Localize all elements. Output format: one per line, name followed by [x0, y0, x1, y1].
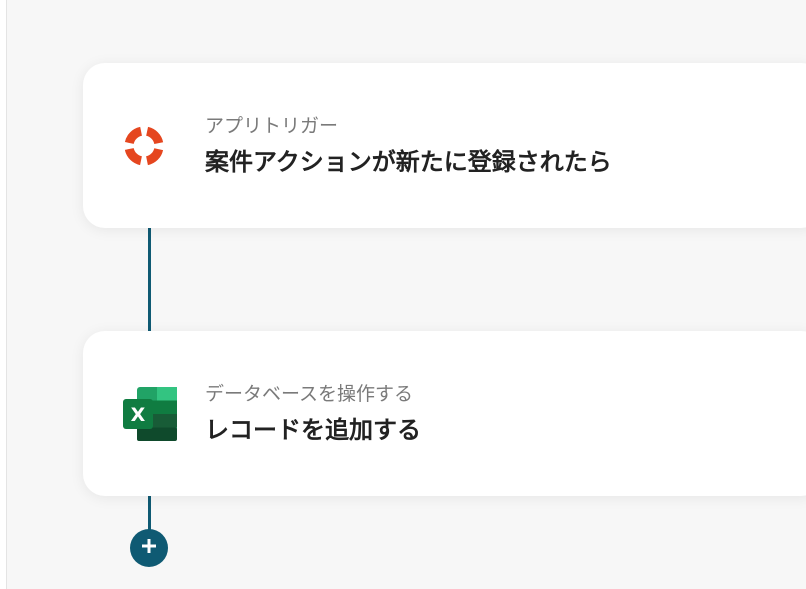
flow-connector	[148, 494, 151, 530]
step-subtitle: データベースを操作する	[205, 383, 414, 405]
svg-text:X: X	[131, 404, 146, 426]
add-step-button[interactable]	[130, 529, 168, 567]
step-title: レコードを追加する	[205, 416, 421, 444]
left-panel-edge	[0, 0, 7, 589]
trigger-step-card[interactable]: アプリトリガー 案件アクションが新たに登録されたら	[83, 63, 806, 228]
lifebuoy-icon	[121, 123, 167, 169]
step-title: 案件アクションが新たに登録されたら	[205, 148, 612, 176]
step-subtitle: アプリトリガー	[205, 115, 339, 137]
excel-icon: X	[121, 385, 179, 443]
flow-connector	[148, 227, 151, 332]
plus-icon	[141, 538, 157, 558]
action-step-card[interactable]: X データベースを操作する レコードを追加する	[83, 331, 806, 496]
